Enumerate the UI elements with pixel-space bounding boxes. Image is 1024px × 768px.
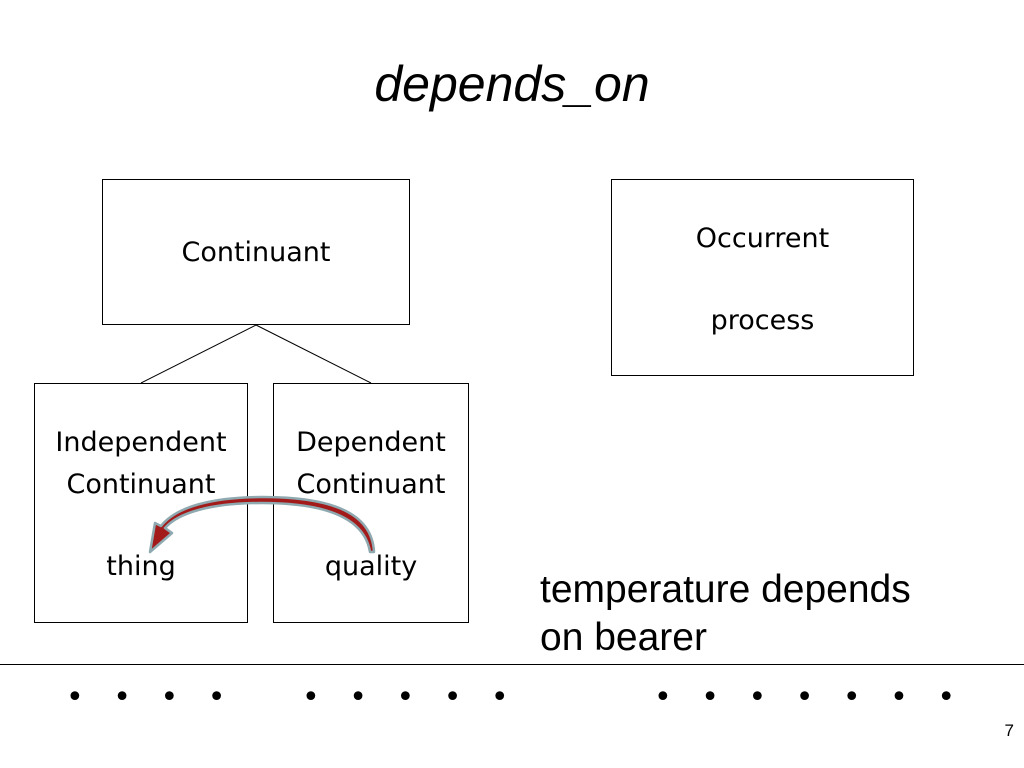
dependent-label-line2: Continuant: [296, 469, 446, 500]
bullet-group-right: • • • • • • •: [654, 680, 966, 715]
bullet-group-left: • • • •: [66, 680, 236, 715]
footer-divider: [0, 664, 1024, 665]
continuant-label: Continuant: [181, 237, 331, 268]
dependent-example: quality: [324, 551, 418, 582]
curved-arrow-icon: [148, 495, 376, 554]
caption: temperature depends on bearer: [540, 566, 1010, 662]
occurrent-example: process: [710, 305, 815, 336]
occurrent-box: Occurrent process: [611, 179, 914, 376]
independent-label-line1: Independent: [55, 427, 227, 458]
dependent-label-line1: Dependent: [296, 427, 446, 458]
slide-title: depends_on: [374, 56, 650, 112]
independent-label-line2: Continuant: [66, 469, 216, 500]
continuant-box: Continuant: [102, 179, 410, 325]
connector-to-dependent: [255, 324, 372, 384]
caption-line1: temperature depends: [540, 568, 911, 611]
page-number: 7: [1004, 721, 1014, 740]
caption-line2: on bearer: [540, 616, 707, 659]
bullet-group-middle: • • • • •: [302, 680, 519, 715]
occurrent-label: Occurrent: [695, 223, 830, 254]
independent-example: thing: [106, 551, 176, 582]
connector-to-independent: [140, 324, 257, 384]
